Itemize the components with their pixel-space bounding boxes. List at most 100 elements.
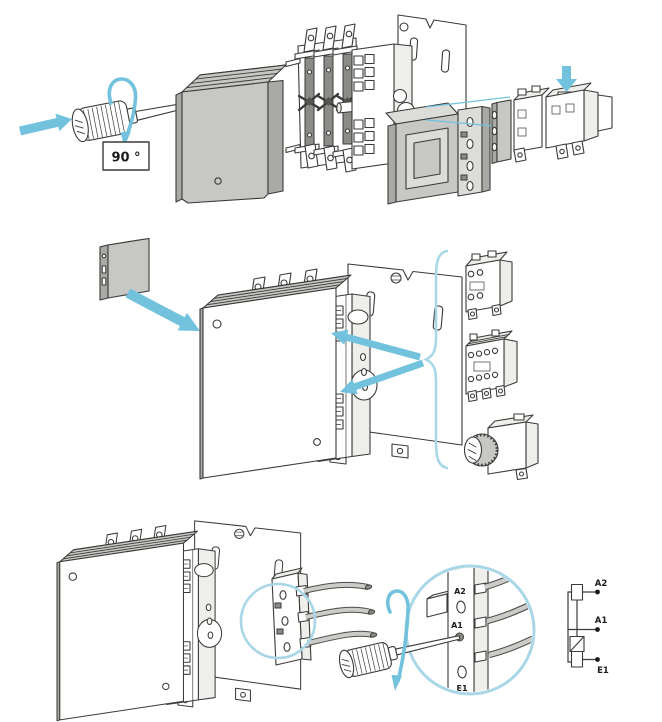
end-cap-hatch <box>74 119 85 135</box>
plate-slot <box>101 277 107 286</box>
coil-left-face <box>387 123 397 205</box>
terminal-hole <box>467 270 475 278</box>
schematic-label-a1: A1 <box>595 616 608 626</box>
alignment-guide-line <box>425 119 495 127</box>
knob-face-hatch <box>467 442 477 461</box>
module-left <box>513 85 550 163</box>
module-side-face <box>503 338 518 388</box>
module-back-block <box>597 94 613 132</box>
panel-wiring-detail: A2 A1 E1 <box>56 520 609 722</box>
screw-rotate-arrowhead <box>391 675 402 691</box>
plate-front <box>107 237 150 299</box>
terminal-mark <box>276 628 284 635</box>
aux-contact-block-small <box>465 250 513 321</box>
foot-lug <box>495 384 506 398</box>
contactor-cover-part <box>175 64 287 204</box>
coil-circuit-schematic: A2 A1 E1 <box>567 579 609 676</box>
terminal-mark <box>274 602 282 609</box>
module-plate <box>496 99 512 163</box>
contact-column <box>313 25 340 171</box>
foot-lug <box>467 307 478 321</box>
module-side-face <box>525 421 539 469</box>
module-right <box>545 82 599 160</box>
body-hole-small <box>392 88 408 104</box>
cover-rib-lines <box>186 64 287 89</box>
module-diagonal <box>569 635 585 653</box>
cover-front-face <box>181 81 269 204</box>
foot-lug <box>515 467 529 481</box>
highlight-circle <box>239 582 317 660</box>
accessory-brace <box>423 249 449 470</box>
terminal-dot-a2 <box>595 589 600 595</box>
terminal-screw <box>283 642 291 652</box>
contact-carrier-part <box>285 23 360 173</box>
module-tab <box>469 333 478 341</box>
foot-lug <box>481 387 492 400</box>
module-slot <box>469 281 485 291</box>
cover-plate-part <box>99 237 150 301</box>
terminal-label-a2: A2 <box>454 587 466 596</box>
rotation-angle-callout: 90 ° <box>102 141 150 171</box>
terminal-holes-row-bottom <box>467 371 499 383</box>
module-tab <box>487 250 497 258</box>
push-arrow-icon <box>19 113 72 136</box>
cover-side-face <box>267 79 284 195</box>
wire-clamp <box>474 650 487 663</box>
coil-core <box>413 137 441 180</box>
contactor-assembly <box>199 263 463 480</box>
terminal-label-a1: A1 <box>451 621 463 630</box>
coil-part <box>385 102 491 205</box>
terminal-dot-e1 <box>595 657 600 662</box>
mount-lower-arrow-icon <box>340 359 425 395</box>
module-front-face <box>465 259 501 313</box>
magnifier-detail: A2 A1 E1 <box>404 564 536 696</box>
aux-terminal-group-top <box>353 53 375 92</box>
aux-terminal-group-bottom <box>353 117 375 156</box>
alignment-guide-line <box>425 96 511 108</box>
hinge-tab <box>426 593 448 618</box>
rotate-90-icon <box>107 77 138 138</box>
module-rib-lines <box>468 333 510 345</box>
module-tab <box>471 253 481 261</box>
module-slot <box>473 361 491 372</box>
terminal-hole-a2 <box>456 600 466 614</box>
screw-rotate-icon <box>385 589 410 683</box>
timer-block <box>463 413 539 481</box>
coil-terminal-plate-edge <box>481 105 491 193</box>
foot-lug <box>491 303 502 317</box>
foot-lug <box>467 389 478 403</box>
coil-symbol-top <box>570 583 584 601</box>
contactor-assembly <box>56 520 302 722</box>
wire-clamp <box>474 616 487 629</box>
bolt-head <box>399 22 409 32</box>
terminal-hole <box>476 292 484 299</box>
terminal-hole-e1 <box>457 665 467 679</box>
terminal-hole <box>467 293 475 301</box>
cover-hole <box>214 177 222 185</box>
wire-clamp <box>474 582 487 595</box>
cover-left-edge <box>175 91 183 203</box>
terminal-hole <box>476 269 484 276</box>
crossbar-pin-cap <box>336 102 342 114</box>
coil-terminal-modules <box>491 66 613 165</box>
mounting-slot <box>440 49 451 73</box>
terminal-screw <box>281 616 289 626</box>
rotation-angle-label: 90 ° <box>111 151 140 166</box>
callout-box <box>102 141 150 171</box>
end-cap-hatch <box>341 658 352 672</box>
panel-accessory-mounting <box>99 237 539 481</box>
module-tab <box>513 413 525 421</box>
schematic-links <box>567 591 597 663</box>
terminal-holes-row-top <box>467 347 499 359</box>
press-down-arrow-icon <box>556 66 577 92</box>
module-plate-screws <box>491 110 498 152</box>
schematic-label-a2: A2 <box>595 579 608 589</box>
contact-column <box>294 27 321 169</box>
screwdriver <box>71 100 202 143</box>
terminal-dot-a1 <box>595 627 600 632</box>
screwdriver <box>338 635 461 679</box>
panel-exploded-view: 90 ° <box>19 14 613 205</box>
schematic-label-e1: E1 <box>597 666 609 676</box>
